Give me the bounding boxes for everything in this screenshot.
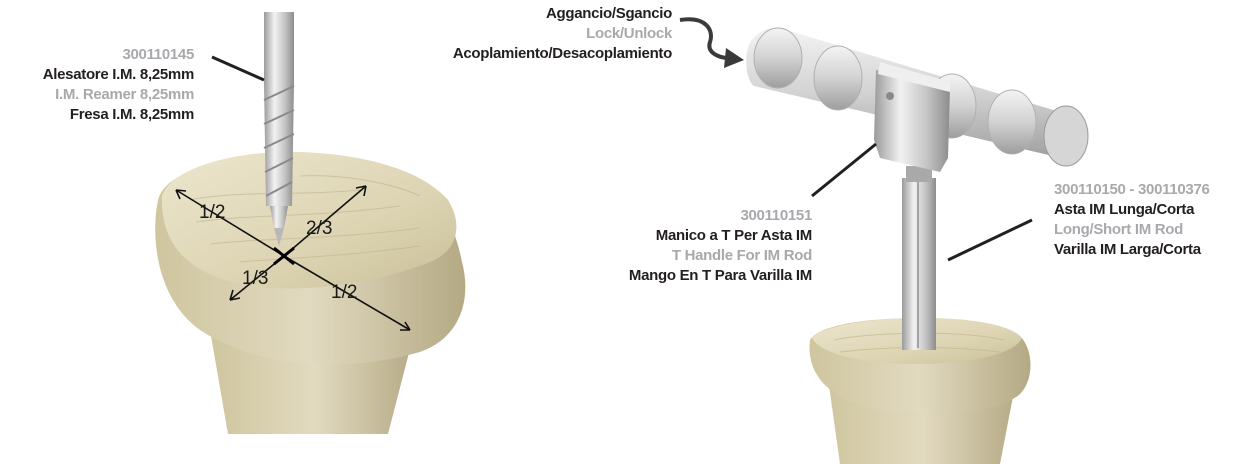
- lock-label-en: Lock/Unlock: [453, 24, 672, 44]
- im-rod: [902, 166, 936, 350]
- lock-label-es: Acoplamiento/Desacoplamiento: [453, 44, 672, 64]
- fraction-label: 1/3: [242, 268, 268, 289]
- t-handle-label: 300110151 Manico a T Per Asta IM T Handl…: [629, 206, 812, 286]
- fraction-label: 1/2: [199, 202, 225, 223]
- t-handle-code: 300110151: [629, 206, 812, 226]
- t-handle: [746, 28, 1088, 172]
- t-handle-name-es: Mango En T Para Varilla IM: [629, 266, 812, 286]
- reamer-leader-line: [212, 57, 264, 80]
- t-handle-leader-line: [812, 144, 876, 196]
- reamer-name-it: Alesatore I.M. 8,25mm: [43, 65, 194, 85]
- t-handle-name-it: Manico a T Per Asta IM: [629, 226, 812, 246]
- reamer-name-es: Fresa I.M. 8,25mm: [43, 105, 194, 125]
- curved-arrow-icon: [680, 19, 744, 68]
- reamer-code: 300110145: [43, 45, 194, 65]
- lock-label: Aggancio/Sgancio Lock/Unlock Acoplamient…: [453, 4, 672, 64]
- reamer-name-en: I.M. Reamer 8,25mm: [43, 85, 194, 105]
- rod-label: 300110150 - 300110376 Asta IM Lunga/Cort…: [1054, 180, 1210, 260]
- fraction-label: 1/2: [331, 282, 357, 303]
- rod-name-en: Long/Short IM Rod: [1054, 220, 1210, 240]
- rod-code: 300110150 - 300110376: [1054, 180, 1210, 200]
- reamer-label: 300110145 Alesatore I.M. 8,25mm I.M. Rea…: [43, 45, 194, 125]
- lock-label-it: Aggancio/Sgancio: [453, 4, 672, 24]
- fraction-label: 2/3: [306, 218, 332, 239]
- rod-name-es: Varilla IM Larga/Corta: [1054, 240, 1210, 260]
- left-tibia-bone: [155, 152, 465, 434]
- t-handle-name-en: T Handle For IM Rod: [629, 246, 812, 266]
- rod-leader-line: [948, 220, 1032, 260]
- rod-name-it: Asta IM Lunga/Corta: [1054, 200, 1210, 220]
